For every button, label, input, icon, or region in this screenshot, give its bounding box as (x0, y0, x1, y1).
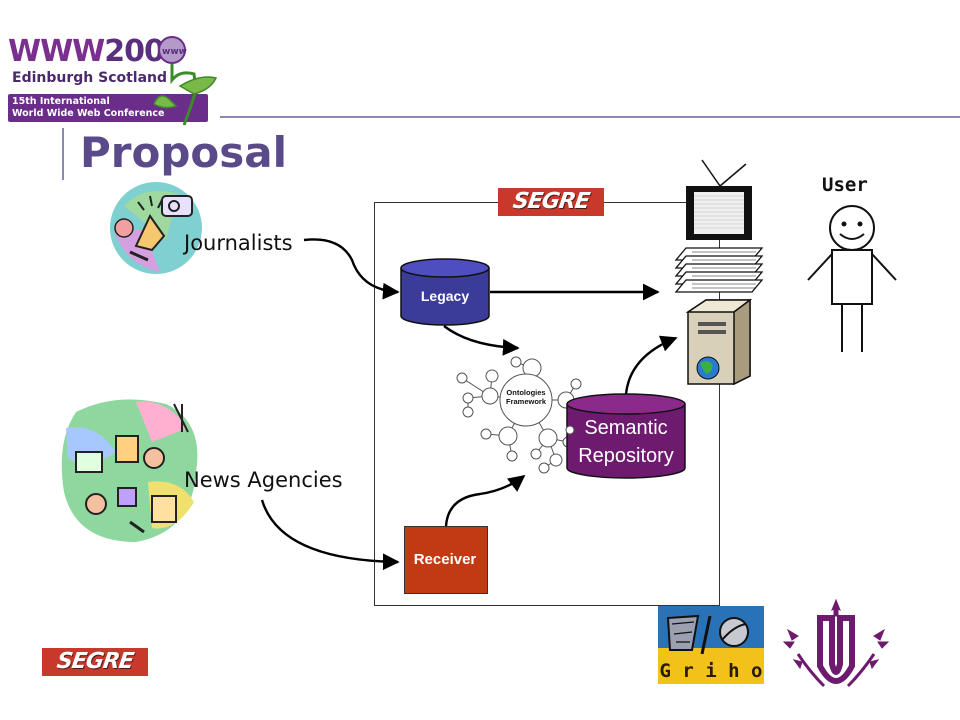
university-crest-icon (782, 598, 890, 688)
griho-logo: G r i h o (658, 606, 764, 684)
arrow-semantic-to-server (624, 335, 678, 395)
arrow-news-to-receiver (260, 499, 400, 571)
user-label: User (822, 174, 868, 196)
segre-footer-text: SEGRE (55, 649, 135, 674)
conf-line2: World Wide Web Conference (12, 108, 165, 119)
www2006-logo: WWW2006 Edinburgh Scotland 15th Internat… (0, 0, 230, 130)
user-figure (807, 205, 897, 352)
ontologies-line1: Ontologies (506, 388, 546, 397)
arrow-journalists-to-legacy (303, 238, 400, 300)
semantic-repository (565, 393, 686, 479)
semantic-line1: Semantic (584, 417, 668, 439)
conf-line1: 15th International (12, 96, 110, 107)
griho-symbol (666, 614, 749, 655)
receiver-label: Receiver (413, 551, 477, 568)
semantic-label: Semantic Repository (564, 414, 688, 470)
header-divider (220, 116, 960, 118)
journalists-label: Journalists (184, 231, 293, 255)
server-icon (685, 298, 753, 386)
news-agencies-label: News Agencies (184, 468, 343, 492)
journalists-clipart (110, 182, 202, 274)
segre-system-logo: SEGRE (498, 188, 604, 216)
newspaper-stack-icon (674, 247, 764, 293)
receiver-box (404, 526, 488, 594)
conf-name: WWW (8, 34, 105, 69)
legacy-database (400, 258, 490, 326)
semantic-line2: Repository (578, 445, 674, 467)
legacy-label: Legacy (420, 288, 470, 304)
page-title: Proposal (80, 128, 288, 177)
segre-footer-logo: SEGRE (42, 648, 148, 676)
arrow-receiver-to-ontologies (444, 474, 526, 527)
tv-icon (686, 159, 752, 240)
ontologies-line2: Framework (505, 397, 547, 406)
conf-city: Edinburgh Scotland (12, 70, 168, 86)
thistle-icon: www (153, 36, 218, 126)
griho-text: G r i h o (659, 660, 763, 682)
svg-text:www: www (162, 47, 187, 57)
news-agencies-clipart (61, 399, 198, 542)
arrow-legacy-to-ontologies (443, 325, 520, 356)
title-divider (62, 128, 64, 180)
ontologies-label: Ontologies Framework (500, 388, 552, 406)
conf-band (8, 94, 208, 122)
